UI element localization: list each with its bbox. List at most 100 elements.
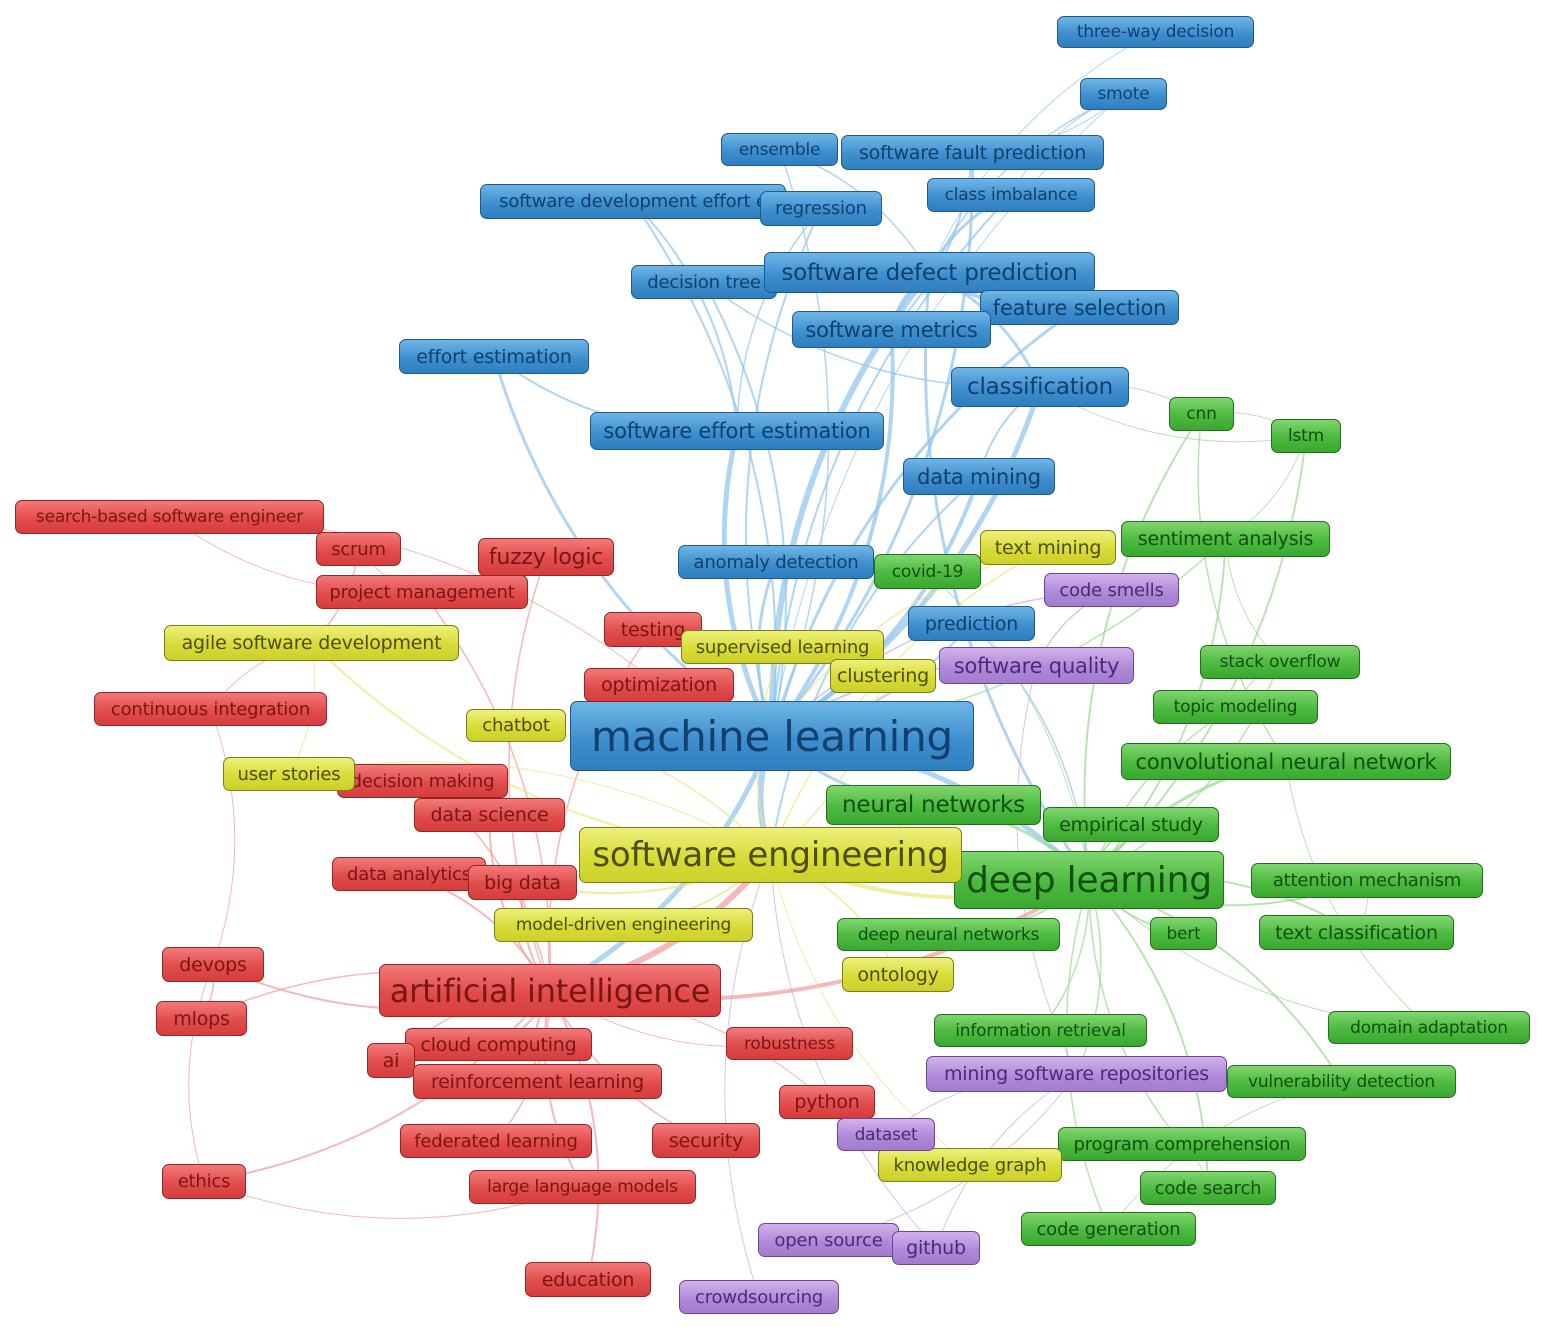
keyword-node-mining-software-repositories[interactable]: mining software repositories (926, 1056, 1227, 1092)
keyword-node-user-stories[interactable]: user stories (223, 757, 355, 791)
keyword-node-education[interactable]: education (525, 1262, 651, 1297)
keyword-label: big data (484, 871, 561, 894)
keyword-node-stack-overflow[interactable]: stack overflow (1200, 645, 1360, 679)
keyword-node-decision-tree[interactable]: decision tree (631, 265, 777, 299)
keyword-node-vulnerability-detection[interactable]: vulnerability detection (1227, 1065, 1456, 1098)
keyword-node-continuous-integration[interactable]: continuous integration (94, 692, 327, 726)
keyword-node-effort-estimation[interactable]: effort estimation (399, 339, 589, 374)
keyword-node-text-mining[interactable]: text mining (980, 530, 1116, 565)
keyword-node-software-defect-prediction[interactable]: software defect prediction (764, 252, 1095, 293)
keyword-node-devops[interactable]: devops (162, 947, 264, 982)
keyword-node-software-quality[interactable]: software quality (939, 647, 1134, 684)
keyword-node-text-classification[interactable]: text classification (1259, 915, 1454, 950)
keyword-node-software-engineering[interactable]: software engineering (579, 827, 962, 883)
keyword-node-data-analytics[interactable]: data analytics (332, 857, 486, 891)
keyword-node-big-data[interactable]: big data (468, 865, 577, 900)
keyword-label: vulnerability detection (1248, 1071, 1435, 1092)
keyword-node-bert[interactable]: bert (1150, 917, 1217, 950)
keyword-node-software-effort-estimation[interactable]: software effort estimation (590, 412, 884, 450)
keyword-label: large language models (487, 1177, 678, 1197)
keyword-node-convolutional-neural-network[interactable]: convolutional neural network (1121, 743, 1451, 780)
keyword-label: bert (1166, 923, 1201, 944)
keyword-label: supervised learning (695, 636, 870, 658)
keyword-node-dataset[interactable]: dataset (837, 1118, 935, 1151)
keyword-node-crowdsourcing[interactable]: crowdsourcing (679, 1280, 839, 1314)
keyword-node-covid-19[interactable]: covid-19 (874, 554, 981, 589)
keyword-node-github[interactable]: github (892, 1231, 980, 1265)
keyword-node-class-imbalance[interactable]: class imbalance (927, 178, 1095, 212)
keyword-label: search-based software engineer (35, 507, 304, 527)
keyword-node-code-smells[interactable]: code smells (1044, 573, 1179, 607)
keyword-node-smote[interactable]: smote (1080, 78, 1167, 110)
keyword-node-chatbot[interactable]: chatbot (466, 709, 566, 742)
keyword-node-knowledge-graph[interactable]: knowledge graph (878, 1148, 1062, 1182)
keyword-label: ensemble (738, 139, 821, 160)
keyword-node-supervised-learning[interactable]: supervised learning (681, 630, 884, 664)
keyword-node-mlops[interactable]: mlops (156, 1001, 247, 1036)
keyword-label: attention mechanism (1272, 870, 1462, 891)
keyword-label: open source (774, 1229, 883, 1251)
keyword-node-empirical-study[interactable]: empirical study (1043, 807, 1219, 842)
keyword-node-open-source[interactable]: open source (758, 1223, 899, 1257)
keyword-node-python[interactable]: python (779, 1085, 875, 1119)
keyword-node-decision-making[interactable]: decision making (337, 764, 508, 798)
keyword-node-regression[interactable]: regression (760, 191, 882, 226)
keyword-node-software-fault-prediction[interactable]: software fault prediction (841, 135, 1104, 170)
keyword-node-robustness[interactable]: robustness (726, 1027, 853, 1060)
keyword-node-data-mining[interactable]: data mining (903, 458, 1055, 495)
keyword-node-ai[interactable]: ai (367, 1043, 415, 1078)
keyword-node-code-search[interactable]: code search (1140, 1171, 1276, 1205)
keyword-node-artificial-intelligence[interactable]: artificial intelligence (379, 964, 721, 1017)
keyword-node-optimization[interactable]: optimization (584, 668, 734, 702)
keyword-label: software development effort e (499, 191, 767, 212)
keyword-node-large-language-models[interactable]: large language models (469, 1170, 696, 1204)
keyword-label: software defect prediction (781, 259, 1078, 286)
keyword-node-software-development-effort-e[interactable]: software development effort e (480, 184, 786, 219)
keyword-node-data-science[interactable]: data science (414, 798, 565, 832)
keyword-node-cnn[interactable]: cnn (1169, 397, 1234, 431)
keyword-node-search-based-software-engineer[interactable]: search-based software engineer (15, 500, 324, 534)
keyword-label: ontology (857, 963, 939, 986)
edge-software-effort-estimation-software-development-effort-e (632, 200, 738, 432)
keyword-node-machine-learning[interactable]: machine learning (570, 701, 974, 771)
keyword-node-ethics[interactable]: ethics (162, 1164, 246, 1199)
keyword-node-federated-learning[interactable]: federated learning (400, 1124, 592, 1158)
keyword-node-feature-selection[interactable]: feature selection (980, 290, 1179, 325)
keyword-node-code-generation[interactable]: code generation (1021, 1212, 1196, 1246)
keyword-node-prediction[interactable]: prediction (908, 606, 1035, 641)
keyword-node-deep-neural-networks[interactable]: deep neural networks (837, 918, 1060, 951)
keyword-node-scrum[interactable]: scrum (316, 532, 401, 566)
keyword-label: feature selection (992, 295, 1167, 320)
keyword-node-clustering[interactable]: clustering (830, 659, 936, 693)
edge-three-way-decision-software-defect-prediction (929, 31, 1156, 273)
keyword-node-agile-software-development[interactable]: agile software development (164, 625, 459, 661)
keyword-node-reinforcement-learning[interactable]: reinforcement learning (413, 1064, 662, 1099)
keyword-node-information-retrieval[interactable]: information retrieval (934, 1014, 1147, 1047)
keyword-node-neural-networks[interactable]: neural networks (826, 785, 1041, 825)
keyword-node-three-way-decision[interactable]: three-way decision (1057, 16, 1254, 48)
keyword-node-lstm[interactable]: lstm (1271, 419, 1341, 453)
keyword-node-domain-adaptation[interactable]: domain adaptation (1328, 1011, 1530, 1044)
keyword-node-ensemble[interactable]: ensemble (721, 133, 838, 166)
keyword-node-classification[interactable]: classification (951, 367, 1129, 407)
keyword-node-software-metrics[interactable]: software metrics (792, 311, 991, 348)
edge-software-effort-estimation-regression (736, 207, 822, 432)
keyword-label: software effort estimation (603, 419, 871, 443)
keyword-label: class imbalance (944, 185, 1078, 205)
keyword-node-topic-modeling[interactable]: topic modeling (1153, 690, 1318, 724)
edge-machine-learning-software-metrics (770, 327, 895, 738)
keyword-node-fuzzy-logic[interactable]: fuzzy logic (478, 538, 614, 576)
keyword-node-program-comprehension[interactable]: program comprehension (1058, 1127, 1306, 1161)
keyword-node-model-driven-engineering[interactable]: model-driven engineering (494, 908, 753, 942)
keyword-node-attention-mechanism[interactable]: attention mechanism (1251, 863, 1483, 898)
keyword-node-sentiment-analysis[interactable]: sentiment analysis (1121, 521, 1330, 557)
keyword-node-ontology[interactable]: ontology (842, 957, 954, 992)
keyword-label: crowdsourcing (695, 1286, 823, 1308)
keyword-node-security[interactable]: security (652, 1123, 760, 1158)
keyword-node-anomaly-detection[interactable]: anomaly detection (678, 545, 874, 579)
keyword-node-project-management[interactable]: project management (316, 575, 528, 609)
keyword-node-deep-learning[interactable]: deep learning (954, 851, 1224, 909)
keyword-node-cloud-computing[interactable]: cloud computing (405, 1028, 592, 1061)
